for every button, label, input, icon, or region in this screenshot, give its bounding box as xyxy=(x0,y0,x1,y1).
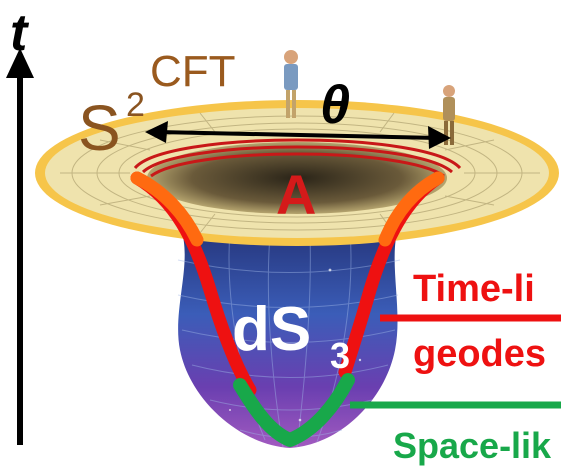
ds3-label: dS xyxy=(232,295,311,364)
cft-label: CFT xyxy=(150,47,236,96)
theta-arrowhead-right xyxy=(428,126,451,149)
region-a-arcs xyxy=(133,138,462,178)
region-a-label: A xyxy=(276,163,316,226)
timelike-label-line2: geodes xyxy=(413,333,546,375)
funnel-opening xyxy=(147,142,447,214)
theta-arrowhead-left xyxy=(145,121,168,143)
time-axis-arrowhead xyxy=(6,48,34,78)
sphere-label: S xyxy=(78,92,121,164)
timelike-geodesic xyxy=(130,171,561,397)
timelike-label-line1: Time-li xyxy=(413,268,535,310)
observer-figure-left xyxy=(284,50,298,118)
observer-figures xyxy=(284,50,455,145)
observer-figure-right xyxy=(443,85,455,145)
disk-grid xyxy=(60,112,540,234)
spacelike-label: Space-lik xyxy=(393,425,552,466)
ds3-subscript: 3 xyxy=(330,335,350,376)
time-axis-label: t xyxy=(10,4,30,62)
time-axis: t xyxy=(6,4,34,445)
theta-label: θ xyxy=(320,75,350,135)
theta-arrow xyxy=(145,121,451,149)
sphere-exponent: 2 xyxy=(126,86,145,124)
spacelike-geodesic xyxy=(233,373,561,447)
